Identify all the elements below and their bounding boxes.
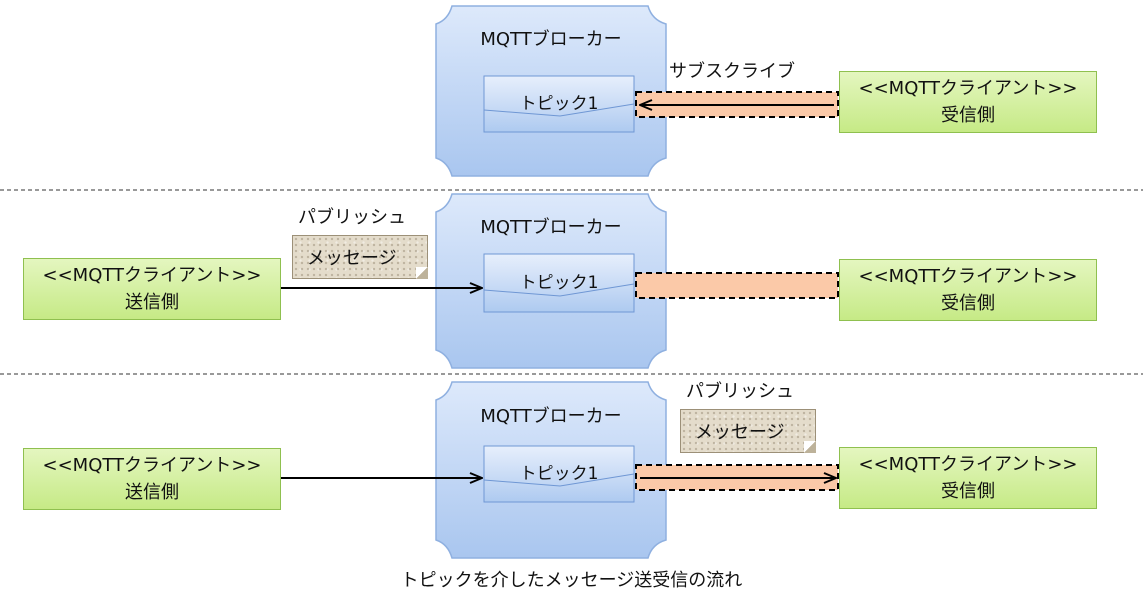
topic-wave-1: [483, 103, 635, 117]
message-note-2: メッセージ: [292, 235, 428, 279]
client-role: 送信側: [125, 482, 179, 503]
topic-wave-3: [483, 473, 635, 487]
topic-wave-2: [483, 283, 635, 297]
broker-title-3: MQTTブローカー: [480, 406, 622, 427]
message-text: メッセージ: [307, 248, 397, 269]
broker-title-2: MQTTブローカー: [480, 217, 622, 238]
topic-box-3: [483, 445, 635, 503]
client-role: 受信側: [941, 481, 995, 502]
topic-box-2: [483, 253, 635, 313]
client-stereotype: <<MQTTクライアント>>: [858, 78, 1078, 99]
diagram-caption: トピックを介したメッセージ送受信の流れ: [400, 570, 743, 591]
client-stereotype: <<MQTTクライアント>>: [42, 455, 262, 476]
receiver-client-3: <<MQTTクライアント>> 受信側: [839, 447, 1097, 509]
message-text: メッセージ: [695, 422, 785, 443]
client-role: 受信側: [941, 293, 995, 314]
receiver-client-2: <<MQTTクライアント>> 受信側: [839, 259, 1097, 321]
subscribe-label: サブスクライブ: [669, 61, 795, 82]
topic-label-3: トピック1: [519, 464, 599, 484]
publish-label-2: パブリッシュ: [298, 207, 406, 228]
client-role: 送信側: [125, 292, 179, 313]
broker-title-1: MQTTブローカー: [480, 29, 622, 50]
message-fold-3: [804, 441, 816, 453]
topic-box-1: [483, 75, 635, 133]
client-role: 受信側: [941, 105, 995, 126]
publish-label-3: パブリッシュ: [686, 381, 794, 402]
client-stereotype: <<MQTTクライアント>>: [858, 454, 1078, 475]
topic-label-2: トピック1: [519, 273, 599, 293]
client-stereotype: <<MQTTクライアント>>: [858, 266, 1078, 287]
receiver-client-1: <<MQTTクライアント>> 受信側: [839, 71, 1097, 133]
sender-client-3: <<MQTTクライアント>> 送信側: [23, 448, 281, 510]
subscription-band-2: [635, 272, 839, 299]
topic-label-1: トピック1: [519, 94, 599, 114]
message-note-3: メッセージ: [680, 409, 816, 453]
sender-client-2: <<MQTTクライアント>> 送信側: [23, 258, 281, 320]
client-stereotype: <<MQTTクライアント>>: [42, 265, 262, 286]
message-fold-2: [416, 267, 428, 279]
